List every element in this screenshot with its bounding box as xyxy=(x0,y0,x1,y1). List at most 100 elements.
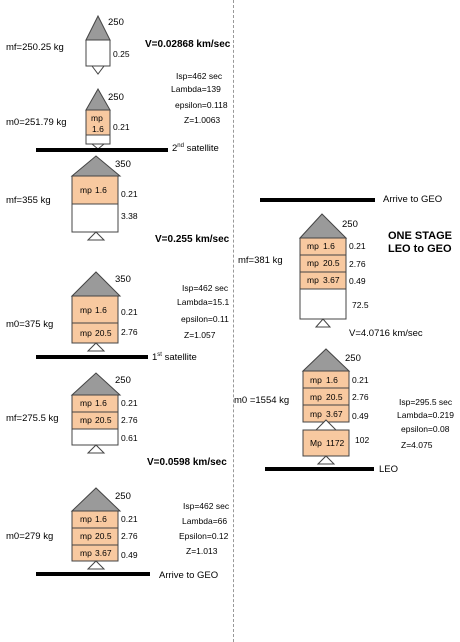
shell-value: 0.61 xyxy=(121,433,138,443)
propellant-label: mp xyxy=(80,548,92,558)
payload-mass: 250 xyxy=(345,353,361,364)
final-mass-label: mf=250.25 kg xyxy=(6,42,64,53)
payload-mass: 250 xyxy=(115,491,131,502)
propellant-value: 20.5 xyxy=(323,258,340,268)
panel-divider xyxy=(233,0,234,642)
propellant-value: 20.5 xyxy=(95,531,112,541)
rocket-nozzle xyxy=(91,65,105,75)
isp-value: Isp=462 sec xyxy=(182,283,229,293)
propellant-cell xyxy=(71,295,119,324)
propellant-label: mp xyxy=(80,514,92,524)
rocket-shell xyxy=(71,428,119,446)
propellant-value: 3.67 xyxy=(326,409,343,419)
propellant-value: 3.67 xyxy=(95,548,112,558)
rocket-nose xyxy=(85,87,111,111)
isp-value: Isp=462 sec xyxy=(183,501,230,511)
propellant-value: 1.6 xyxy=(95,514,107,524)
shell-value: 2.76 xyxy=(121,531,138,541)
propellant-value: 1.6 xyxy=(323,241,335,251)
shell-value: 0.21 xyxy=(113,122,130,132)
orbit-line-geo-left xyxy=(36,572,150,576)
propellant-label: mp xyxy=(310,409,322,419)
propellant-label: mp xyxy=(310,375,322,385)
shell-value: 3.38 xyxy=(121,211,138,221)
rocket-nozzle xyxy=(86,342,106,352)
propellant-label: Mp xyxy=(310,438,322,448)
propellant-cell xyxy=(71,322,119,344)
lambda-value: Lambda=66 xyxy=(182,516,228,526)
rocket-nose xyxy=(70,372,122,396)
epsilon-value: epsilon=0.118 xyxy=(175,100,228,110)
propellant-value: 20.5 xyxy=(95,415,112,425)
initial-mass-label: m0=251.79 kg xyxy=(6,117,67,128)
propellant-label: mp xyxy=(80,398,92,408)
orbit-label-2nd-satellite: 2nd satellite xyxy=(172,143,219,155)
propellant-value: 1.6 xyxy=(95,305,107,315)
final-mass-label: mf=275.5 kg xyxy=(6,413,59,424)
lambda-value: Lambda=15.1 xyxy=(177,297,230,307)
payload-mass: 250 xyxy=(108,92,124,103)
shell-value: 0.21 xyxy=(121,514,138,524)
delta-v-label: V=0.02868 km/sec xyxy=(145,39,231,50)
delta-v-label: V=0.255 km/sec xyxy=(155,234,230,245)
rocket-nose xyxy=(70,487,122,512)
orbit-line-leo xyxy=(265,467,374,471)
propellant-value: 1.6 xyxy=(95,185,107,195)
rocket-nozzle xyxy=(90,143,106,150)
propellant-label: mp xyxy=(80,531,92,541)
lambda-value: Lambda=0.219 xyxy=(397,410,454,420)
propellant-value: 3.67 xyxy=(323,275,340,285)
payload-mass: 250 xyxy=(108,17,124,28)
rocket-nose xyxy=(70,271,122,297)
orbit-line-geo-right xyxy=(260,198,375,202)
rocket-nose xyxy=(298,213,348,239)
lambda-value: Lambda=139 xyxy=(171,84,221,94)
shell-value: 2.76 xyxy=(121,327,138,337)
rocket-nozzle xyxy=(86,231,106,241)
propellant-label: mp xyxy=(307,241,319,251)
final-mass-label: mf=381 kg xyxy=(238,255,283,266)
initial-mass-label: m0=375 kg xyxy=(6,319,54,330)
orbit-line-2nd-satellite xyxy=(36,148,168,152)
propellant-value: 1.6 xyxy=(95,398,107,408)
propellant-label: mp xyxy=(91,113,103,123)
shell-value: 0.21 xyxy=(121,307,138,317)
rocket-nozzle xyxy=(86,444,106,454)
shell-value: 0.21 xyxy=(349,241,366,251)
orbit-label-geo: Arrive to GEO xyxy=(159,570,219,581)
rocket-shell xyxy=(85,134,111,145)
delta-v-label: V=0.0598 km/sec xyxy=(147,457,227,468)
rocket-nozzle xyxy=(316,455,336,465)
orbit-label-leo: LEO xyxy=(379,464,399,475)
propellant-value: 20.5 xyxy=(95,328,112,338)
propellant-label: mp xyxy=(80,415,92,425)
rocket-nozzle xyxy=(314,318,332,328)
shell-value: 2.76 xyxy=(352,392,369,402)
propellant-label: mp xyxy=(310,392,322,402)
shell-value: 2.76 xyxy=(121,415,138,425)
z-value: Z=1.0063 xyxy=(184,115,221,125)
final-mass-label: mf=355 kg xyxy=(6,195,51,206)
rocket-shell xyxy=(85,39,111,67)
propellant-cell xyxy=(71,175,119,205)
isp-value: Isp=462 sec xyxy=(176,71,223,81)
shell-value: 72.5 xyxy=(352,300,369,310)
rocket-nozzle xyxy=(86,560,106,570)
initial-mass-label: m0=279 kg xyxy=(6,531,54,542)
z-value: Z=4.075 xyxy=(401,440,433,450)
rocket-nose xyxy=(70,155,122,177)
shell-value: 0.21 xyxy=(121,189,138,199)
epsilon-value: Epsilon=0.12 xyxy=(179,531,229,541)
propellant-label: mp xyxy=(80,305,92,315)
shell-value: 0.49 xyxy=(349,276,366,286)
shell-value: 0.49 xyxy=(352,411,369,421)
shell-value: 0.21 xyxy=(352,375,369,385)
propellant-label: mp xyxy=(80,328,92,338)
shell-value: 0.25 xyxy=(113,49,130,59)
rocket-shell xyxy=(71,203,119,233)
rocket-shell xyxy=(299,288,347,320)
isp-value: Isp=295.5 sec xyxy=(399,397,453,407)
shell-value: 0.21 xyxy=(121,398,138,408)
